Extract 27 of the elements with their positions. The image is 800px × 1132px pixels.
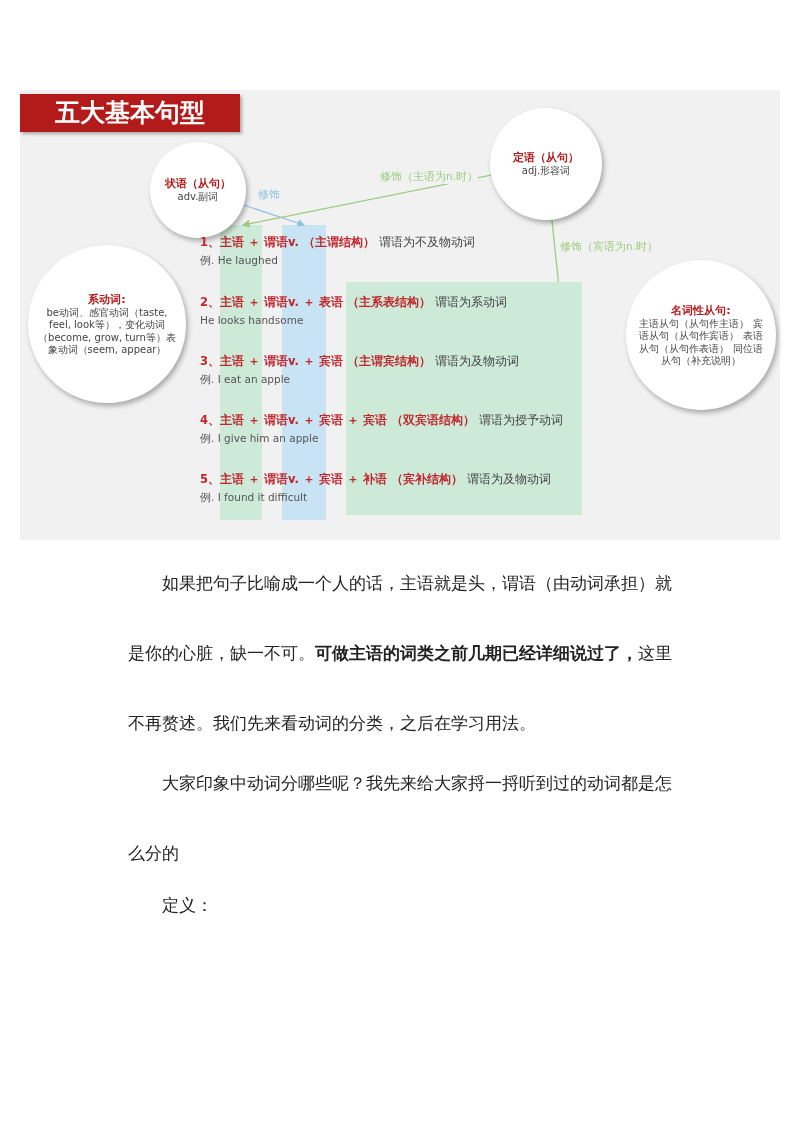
callout-text: be动词、感官动词（taste, feel, look等），变化动词（become, grow, turn等）表象动词（seem, appear） — [38, 306, 176, 357]
sentence-pattern: 2、主语 ＋ 谓语v. ＋ 表语 （主系表结构） 谓语为系动词 — [200, 295, 507, 310]
title-banner: 五大基本句型 — [20, 94, 240, 132]
callout-text: adj.形容词 — [521, 165, 571, 178]
paragraph: 大家印象中动词分哪些呢？我先来给大家捋一捋听到过的动词都是怎么分的 — [128, 772, 673, 865]
example-sentence: 例. I found it difficult — [200, 491, 308, 505]
arrow — [241, 174, 492, 228]
sentence-pattern: 5、主语 ＋ 谓语v. ＋ 宾语 ＋ 补语 （宾补结构） 谓语为及物动词 — [200, 472, 551, 487]
callout-heading: 名词性从句: — [671, 302, 731, 318]
sentence-pattern: 4、主语 ＋ 谓语v. ＋ 宾语 ＋ 宾语 （双宾语结构） 谓语为授予动词 — [200, 413, 563, 428]
column-highlight — [346, 282, 582, 515]
example-sentence: He looks handsome — [200, 314, 304, 326]
callout-heading: 系动词: — [88, 291, 126, 307]
callout-heading: 定语（从句） — [513, 150, 579, 165]
callout-heading: 状语（从句） — [165, 176, 231, 192]
paragraph: 如果把句子比喻成一个人的话，主语就是头，谓语（由动词承担）就是你的心脏，缺一不可。可做主语的词类之前几期已经详细说过了，这里不再赘述。我们先来看动词的分类，之后在学习用法。 — [128, 572, 673, 735]
edge-label: 修饰（主语为n.时） — [380, 170, 478, 184]
callout-text: 主语从句（从句作主语） 宾语从句（从句作宾语） 表语从句（从句作表语） 同位语从句（补充说明） — [638, 317, 764, 368]
sentence-pattern: 1、主语 ＋ 谓语v. （主谓结构） 谓语为不及物动词 — [200, 235, 475, 250]
example-sentence: 例. He laughed — [200, 254, 278, 268]
edge-label: 修饰 — [258, 188, 280, 202]
example-sentence: 例. I eat an apple — [200, 373, 291, 387]
paragraph: 定义： — [161, 894, 214, 917]
arrow — [242, 204, 306, 227]
sentence-pattern: 3、主语 ＋ 谓语v. ＋ 宾语 （主谓宾结构） 谓语为及物动词 — [200, 354, 519, 369]
example-sentence: 例. I give him an apple — [200, 432, 319, 446]
callout-text: adv.副词 — [177, 191, 219, 204]
